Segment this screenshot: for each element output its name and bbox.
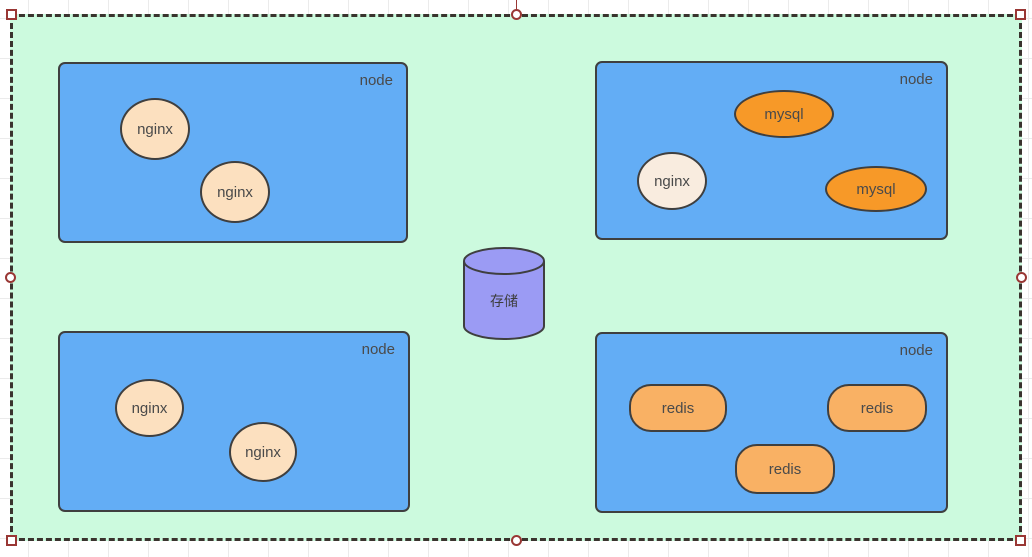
rotation-stem (516, 0, 517, 10)
node-label: node (899, 71, 933, 88)
selection-handle-bottom-right[interactable] (1015, 535, 1026, 546)
pod-redis[interactable]: redis (735, 444, 835, 494)
pod-redis[interactable]: redis (827, 384, 927, 432)
cylinder-shape (463, 247, 545, 340)
node-label: node (359, 72, 393, 89)
selection-handle-middle-left[interactable] (5, 272, 16, 283)
node-box-2[interactable]: node mysql nginx mysql (595, 61, 948, 240)
storage-cylinder[interactable]: 存储 (463, 247, 545, 340)
pod-nginx[interactable]: nginx (120, 98, 190, 160)
node-box-3[interactable]: node nginx nginx (58, 331, 410, 512)
selection-handle-bottom-left[interactable] (6, 535, 17, 546)
pod-mysql[interactable]: mysql (825, 166, 927, 212)
pod-redis[interactable]: redis (629, 384, 727, 432)
pod-mysql[interactable]: mysql (734, 90, 834, 138)
node-label: node (899, 342, 933, 359)
pod-nginx[interactable]: nginx (229, 422, 297, 482)
node-box-4[interactable]: node redis redis redis (595, 332, 948, 513)
pod-nginx[interactable]: nginx (115, 379, 184, 437)
storage-label: 存储 (490, 293, 518, 309)
selection-handle-bottom-center[interactable] (511, 535, 522, 546)
selection-handle-top-center[interactable] (511, 9, 522, 20)
node-box-1[interactable]: node nginx nginx (58, 62, 408, 243)
selection-handle-top-right[interactable] (1015, 9, 1026, 20)
pod-nginx[interactable]: nginx (200, 161, 270, 223)
selection-handle-middle-right[interactable] (1016, 272, 1027, 283)
pod-nginx[interactable]: nginx (637, 152, 707, 210)
selection-handle-top-left[interactable] (6, 9, 17, 20)
node-label: node (361, 341, 395, 358)
